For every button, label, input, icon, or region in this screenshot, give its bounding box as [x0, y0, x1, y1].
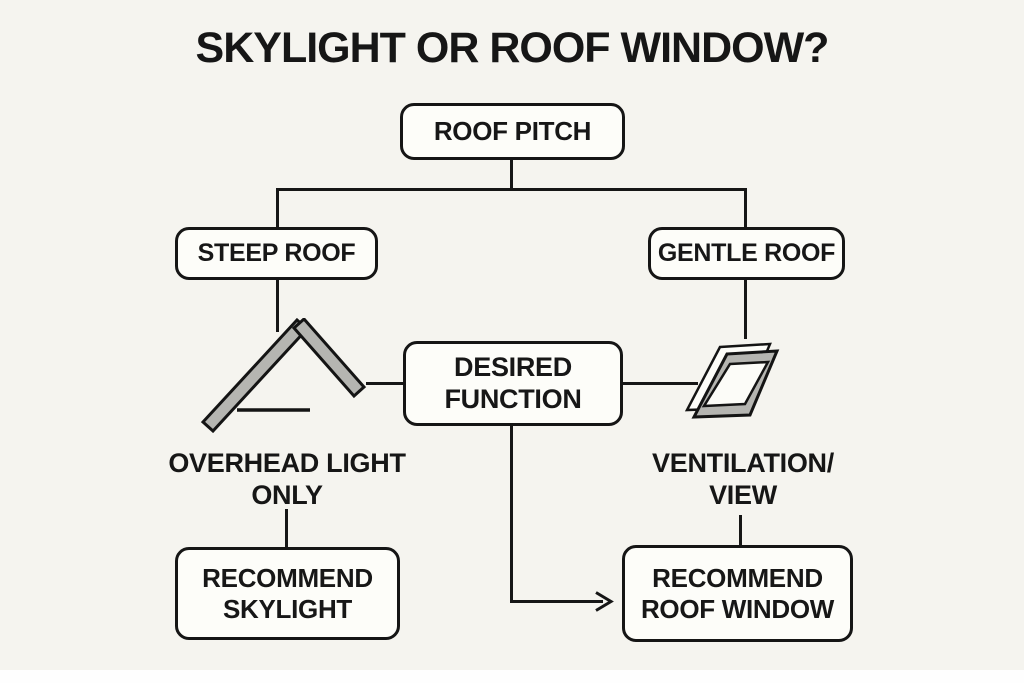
page-title: SKYLIGHT OR ROOF WINDOW? [195, 24, 830, 72]
node-gentle-roof: GENTLE ROOF [648, 227, 845, 280]
node-recommend-roof-window: RECOMMEND ROOF WINDOW [622, 545, 853, 642]
node-recommend-roof-window-label: RECOMMEND ROOF WINDOW [640, 562, 835, 624]
label-ventilation-view: VENTILATION/ VIEW [652, 448, 834, 511]
steep-roof-icon [200, 318, 367, 433]
node-recommend-skylight: RECOMMEND SKYLIGHT [175, 547, 400, 640]
label-overhead-light-only: OVERHEAD LIGHT ONLY [168, 448, 406, 511]
node-recommend-skylight-label: RECOMMEND SKYLIGHT [202, 562, 373, 624]
bottom-strip [0, 670, 1024, 683]
arrowhead-icon [595, 591, 614, 612]
node-roof-pitch-label: ROOF PITCH [433, 116, 592, 147]
node-roof-pitch: ROOF PITCH [400, 103, 625, 160]
node-desired-function-label: DESIRED FUNCTION [444, 351, 582, 414]
steep-roof-left-slope [200, 318, 310, 433]
roof-window-pane [701, 360, 771, 408]
node-steep-roof-label: STEEP ROOF [197, 238, 356, 267]
steep-roof-right-slope [291, 318, 367, 399]
node-steep-roof: STEEP ROOF [175, 227, 378, 280]
node-gentle-roof-label: GENTLE ROOF [657, 238, 836, 267]
roof-window-icon [684, 342, 780, 419]
edge-function-to-roofwindow-arrow [510, 425, 603, 603]
node-desired-function: DESIRED FUNCTION [403, 341, 623, 426]
